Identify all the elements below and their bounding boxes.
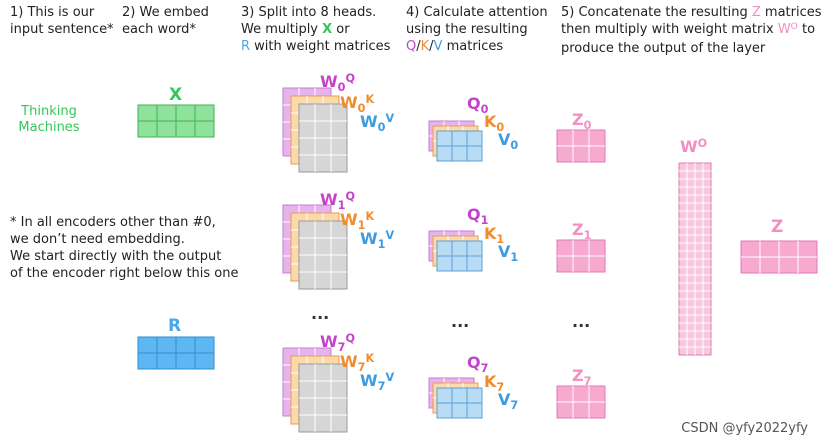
label-v7: V7	[498, 390, 519, 412]
label-v0: V0	[498, 130, 519, 152]
label-wk0: W0K	[340, 92, 375, 115]
step-4-header: 4) Calculate attention using the resulti…	[406, 5, 548, 54]
word-thinking: Thinking	[21, 104, 77, 119]
head-0-wv-front	[298, 103, 348, 173]
ellipsis-z: ...	[572, 312, 591, 331]
ellipsis-weights: ...	[311, 304, 330, 323]
label-wq0: W0Q	[320, 71, 355, 94]
label-wq7: W7Q	[320, 331, 355, 354]
label-v1: V1	[498, 242, 519, 264]
label-r: R	[168, 316, 182, 336]
label-wq1: W1Q	[320, 189, 355, 212]
step-3-header: 3) Split into 8 heads. We multiply X or …	[241, 5, 391, 54]
ellipsis-attention: ...	[451, 312, 470, 331]
label-k0: K0	[484, 112, 505, 134]
encoder-note: * In all encoders other than #0, we don’…	[10, 215, 239, 281]
matrix-r	[137, 336, 215, 370]
step-1-header: 1) This is our input sentence*	[10, 5, 114, 37]
label-k7: K7	[484, 372, 505, 394]
label-z0: Z0	[572, 110, 592, 132]
label-q0: Q0	[467, 94, 489, 116]
label-z7: Z7	[572, 366, 592, 388]
label-z-output: Z	[771, 217, 784, 237]
watermark: CSDN @yfy2022yfy	[681, 421, 808, 436]
matrix-x	[137, 104, 215, 138]
label-k1: K1	[484, 224, 505, 246]
label-wv0: W0V	[360, 111, 395, 134]
head-1-v	[436, 240, 483, 272]
step-2-header: 2) We embed each word*	[122, 5, 209, 37]
label-wo: WO	[680, 136, 708, 156]
label-q7: Q7	[467, 353, 489, 375]
head-7-v	[436, 387, 483, 419]
label-wk1: W1K	[340, 209, 375, 232]
step-5-header: 5) Concatenate the resulting Z matrices,…	[561, 5, 822, 56]
matrix-z-output	[740, 240, 818, 274]
label-x: X	[169, 85, 183, 105]
matrix-z0	[556, 129, 606, 163]
label-z1: Z1	[572, 220, 592, 242]
input-sentence: Thinking Machines	[14, 104, 84, 136]
label-wk7: W7K	[340, 351, 375, 374]
label-wv1: W1V	[360, 228, 395, 251]
label-q1: Q1	[467, 205, 489, 227]
word-machines: Machines	[18, 120, 80, 135]
matrix-wo	[678, 162, 712, 356]
head-0-v	[436, 130, 483, 162]
head-7-wv-front	[298, 363, 348, 433]
matrix-z7	[556, 385, 606, 419]
head-1-wv-front	[298, 220, 348, 290]
label-wv7: W7V	[360, 370, 395, 393]
matrix-z1	[556, 239, 606, 273]
